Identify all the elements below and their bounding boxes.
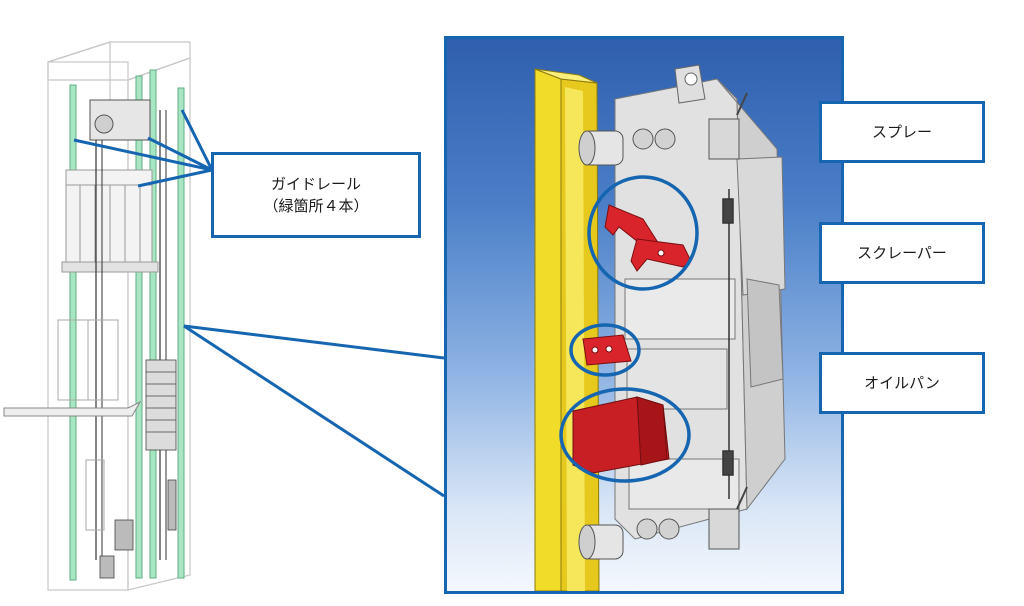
top-bracket: [674, 64, 706, 104]
oil-pan-label-text: オイルパン: [864, 374, 940, 392]
guide-rail-1: [69, 84, 77, 581]
elevator-shaft-drawing-icon: [3, 41, 191, 591]
counterweight: [145, 359, 177, 451]
guide-rail-label-line2: （緑箇所４本）: [263, 197, 369, 215]
guide-rails: [69, 69, 185, 581]
landing-doors: [57, 319, 119, 531]
guide-rail-label-line1: ガイドレール: [270, 175, 361, 193]
side-chain: [722, 189, 734, 499]
oilpan-highlight-circle: [559, 387, 691, 483]
guide-rail-label: ガイドレール （緑箇所４本）: [211, 152, 421, 238]
guide-rail-4: [177, 87, 185, 579]
spray-highlight-circle: [587, 175, 699, 291]
scraper-highlight-circle: [569, 323, 641, 377]
oil-pan-label: オイルパン: [819, 352, 985, 414]
elevator-car: [61, 169, 159, 273]
spray-label-text: スプレー: [871, 123, 932, 141]
scraper-block: [582, 334, 632, 366]
pit-equipment: [99, 479, 177, 579]
lubricator-render-frame: [444, 36, 844, 594]
spray-nozzle: [604, 204, 692, 272]
highlight-circles: [559, 175, 699, 483]
guide-rail-3: [149, 69, 157, 579]
spray-label: スプレー: [819, 101, 985, 163]
guide-rollers: [578, 92, 748, 560]
rail-lubricator-unit-icon: [534, 64, 786, 591]
shaft-outline: [47, 41, 191, 591]
oil-pan: [572, 396, 670, 474]
guide-rail-2: [135, 75, 143, 579]
scraper-label: スクレーパー: [819, 222, 985, 284]
scraper-label-text: スクレーパー: [857, 244, 947, 262]
landing-platform: [3, 400, 142, 417]
